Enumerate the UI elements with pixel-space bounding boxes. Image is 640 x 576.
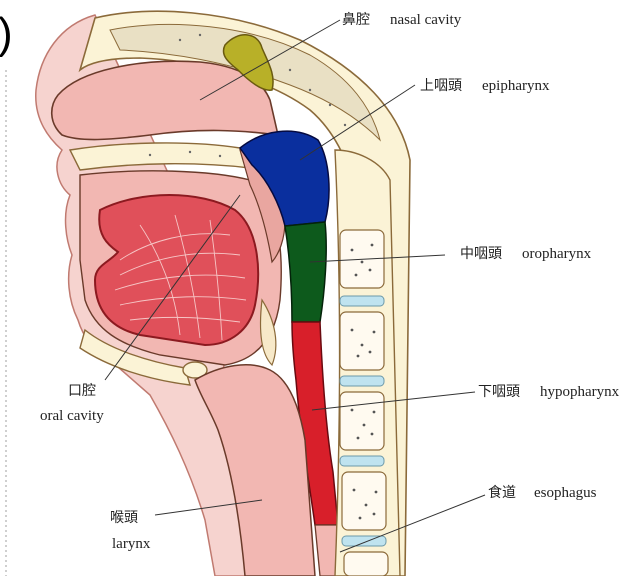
label-nasal-cavity-zh: 鼻腔: [342, 11, 370, 28]
tongue-muscle: [95, 195, 258, 345]
oropharynx-region: [285, 222, 326, 322]
label-esophagus-en: esophagus: [534, 485, 597, 501]
label-oral-cavity-zh: 口腔: [68, 383, 96, 399]
label-hypopharynx-zh: 下咽頭: [478, 384, 520, 400]
corner-parenthesis: ): [0, 9, 13, 58]
label-larynx-en: larynx: [112, 536, 151, 552]
label-hypopharynx-en: hypopharynx: [540, 384, 620, 400]
label-esophagus-zh: 食道: [488, 484, 516, 501]
label-oropharynx-zh: 中咽頭: [460, 246, 502, 262]
label-epipharynx-en: epipharynx: [482, 78, 550, 94]
label-nasal-cavity-en: nasal cavity: [390, 12, 462, 28]
cervical-spine: [335, 150, 400, 576]
label-oropharynx-en: oropharynx: [522, 246, 592, 262]
label-epipharynx-zh: 上咽頭: [420, 78, 462, 94]
label-oral-cavity-en: oral cavity: [40, 408, 104, 424]
label-larynx-zh: 喉頭: [110, 510, 138, 526]
